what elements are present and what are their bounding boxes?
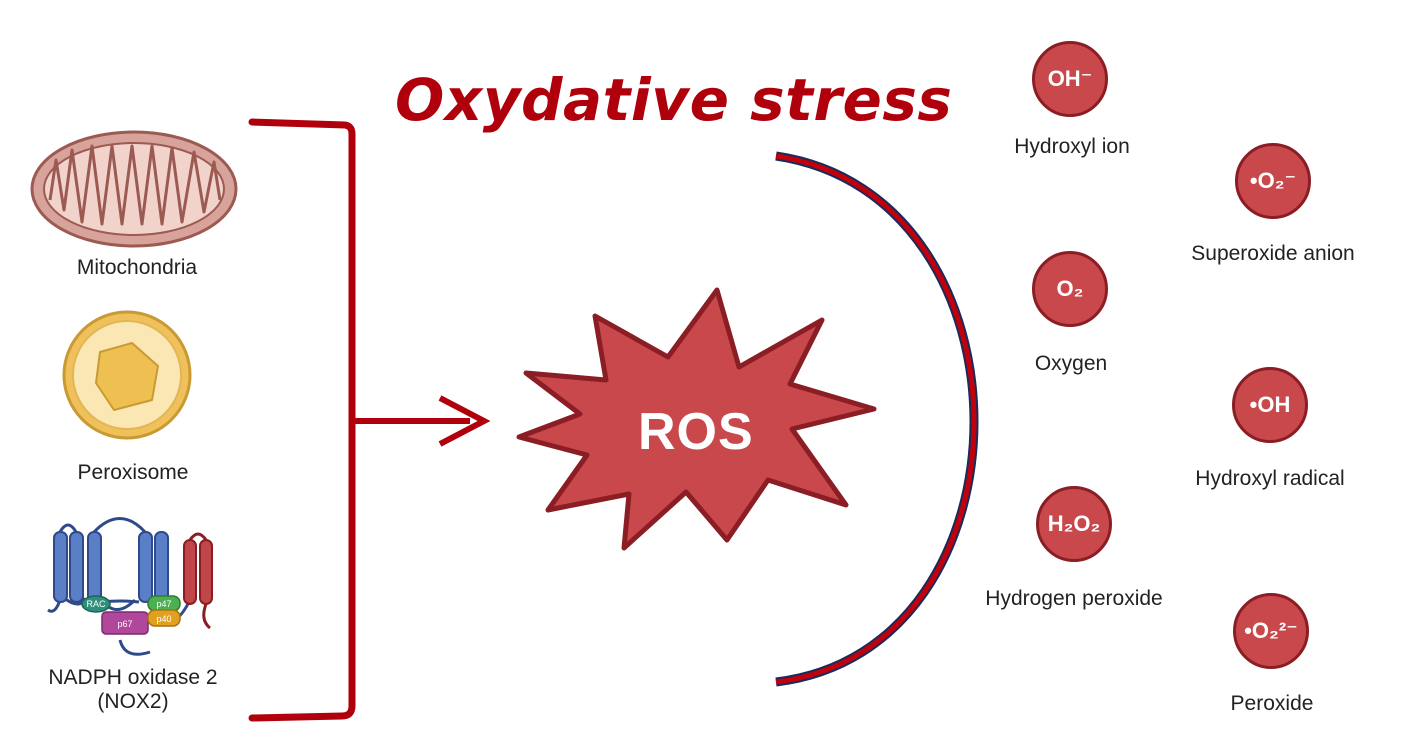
arrow-head (438, 395, 491, 447)
oxygen-molecule: O₂ (1032, 251, 1108, 327)
nox2-subunit-p40: p40 (156, 614, 171, 624)
nox2-subunit-p47: p47 (156, 599, 171, 609)
peroxisome-label: Peroxisome (77, 461, 189, 484)
nox2-subunit-rac: RAC (86, 599, 106, 609)
nox2-subunit-p67: p67 (117, 619, 132, 629)
hydroxyl-radical-molecule: •OH (1232, 367, 1308, 443)
mitochondria-label: Mitochondria (76, 256, 198, 279)
peroxide-label: Peroxide (1230, 692, 1314, 715)
nox2-label: NADPH oxidase 2 (NOX2) (48, 666, 217, 714)
nox2-icon: RAC p47 p67 p40 (47, 517, 213, 656)
nox2-label-line2: (NOX2) (97, 690, 169, 713)
superoxide-anion-label: Superoxide anion (1191, 242, 1355, 265)
mitochondria-icon (30, 130, 238, 248)
sources-bracket (248, 118, 356, 722)
hydroxyl-radical-label: Hydroxyl radical (1195, 467, 1345, 490)
hydrogen-peroxide-molecule: H₂O₂ (1036, 486, 1112, 562)
peroxisome-icon (62, 310, 192, 440)
page-title: Oxydative stress (395, 66, 953, 134)
superoxide-anion-molecule: •O₂⁻ (1235, 143, 1311, 219)
nox2-label-line1: NADPH oxidase 2 (48, 666, 218, 689)
oxygen-label: Oxygen (1034, 352, 1108, 375)
ros-label: ROS (638, 403, 754, 461)
ros-star (516, 287, 877, 551)
hydroxyl-ion-molecule: OH⁻ (1032, 41, 1108, 117)
hydrogen-peroxide-label: Hydrogen peroxide (985, 587, 1163, 610)
peroxide-molecule: •O₂²⁻ (1233, 593, 1309, 669)
hydroxyl-ion-label: Hydroxyl ion (1014, 135, 1130, 158)
